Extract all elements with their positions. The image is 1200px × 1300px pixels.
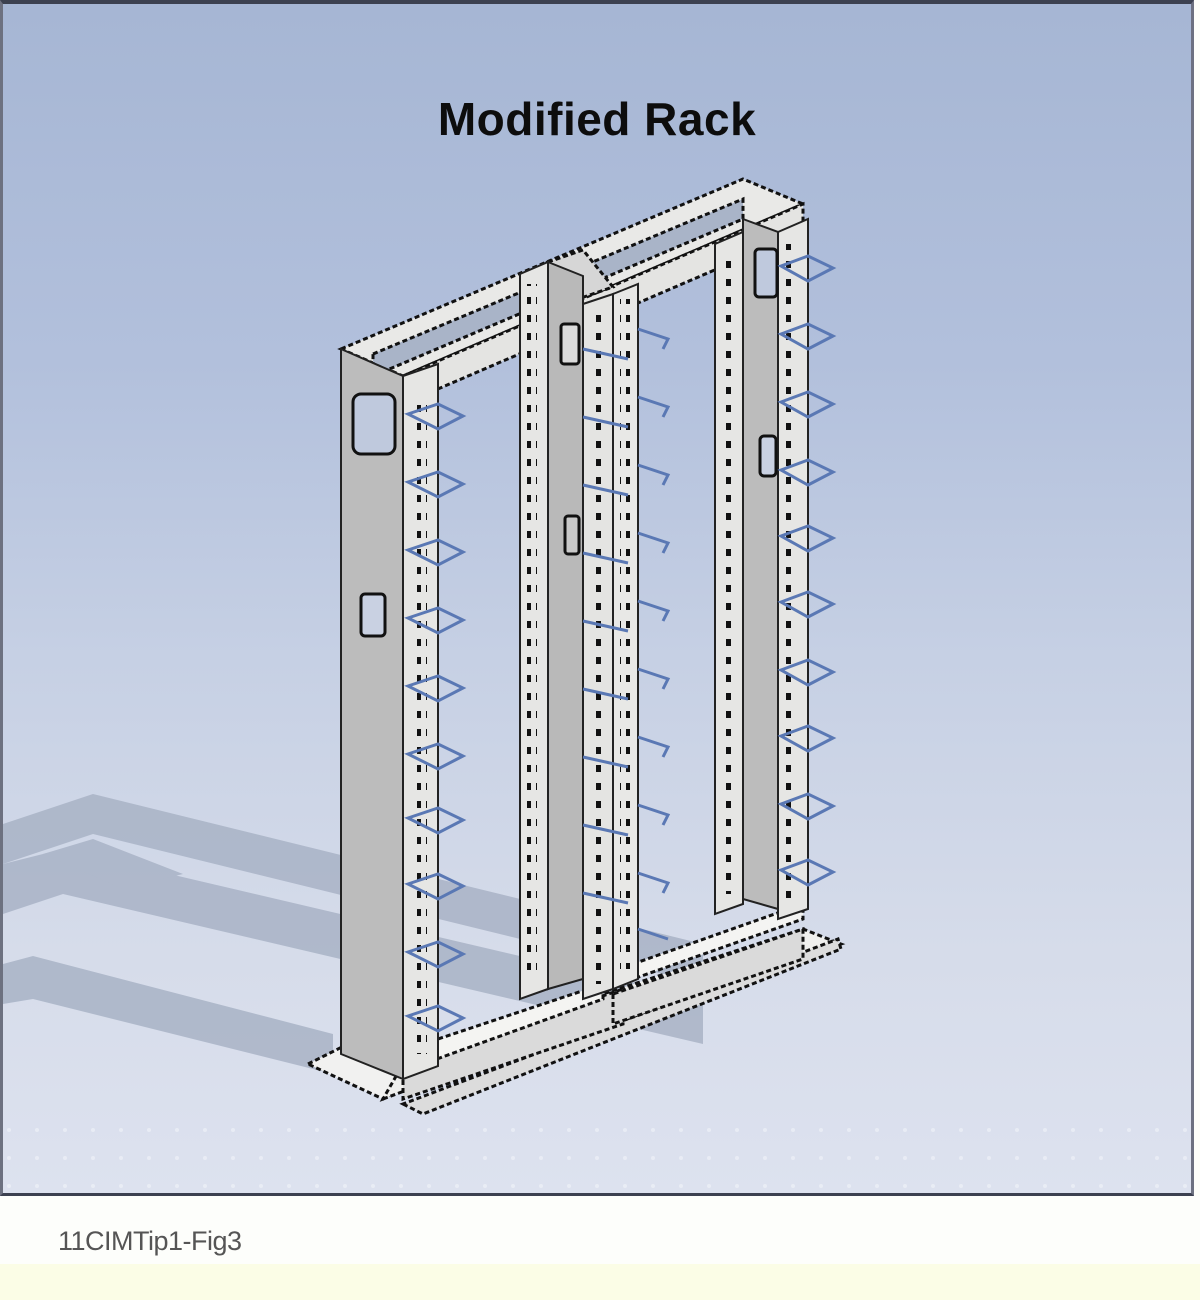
rack-base [304,901,846,1116]
right-uprights [714,217,809,921]
figure-caption: 11CIMTip1-Fig3 [58,1226,242,1256]
figure-panel: Modified Rack [0,0,1194,1196]
cable-cutout [563,514,581,556]
center-uprights [519,260,639,1001]
caption-area [0,1196,1200,1264]
floor-texture [3,1124,1191,1193]
cable-rings-right [777,254,837,887]
cable-rings-left [404,402,467,1033]
footer-band [0,1264,1200,1300]
cable-cutout [753,247,779,299]
cable-rings-center [582,327,671,941]
rack-illustration [3,177,1191,1193]
figure-title: Modified Rack [437,93,757,145]
left-upright [340,347,439,1081]
cable-cutout [758,434,778,478]
cable-cutout [559,322,581,366]
cable-cutout [351,392,397,456]
cable-cutout [359,592,387,638]
